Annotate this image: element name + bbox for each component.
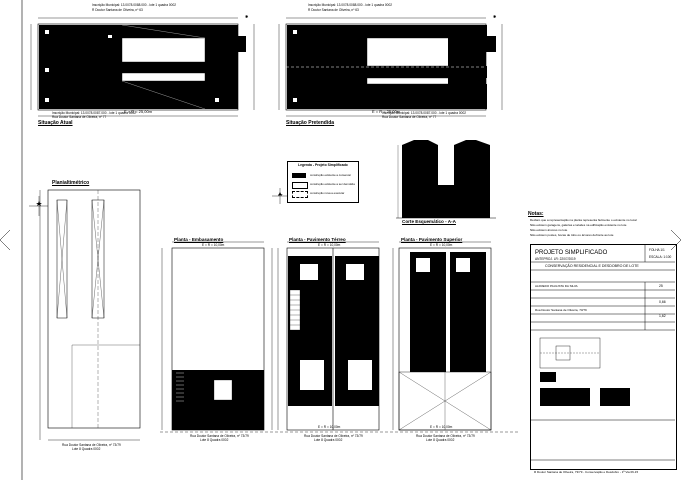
inscricao-text: Inscrição Municipal: 13.0078.0087.000 - … bbox=[382, 111, 466, 115]
plan-dimension: E = R = 10,00m bbox=[318, 425, 341, 429]
corte-label: Corte Esquemático - A-A bbox=[402, 219, 456, 224]
area-value: 0,66 bbox=[659, 300, 666, 304]
title-block-date: ANTEPROJ. LR: 22/07/2019 bbox=[535, 257, 576, 261]
legend-swatch bbox=[292, 182, 308, 189]
plan-dimension: E = R = 10,00m bbox=[318, 243, 341, 247]
situacao-atual-plan: ✱ bbox=[30, 14, 255, 117]
inscricao-text: Inscrição Municipal: 13.0078.0088.000 - … bbox=[92, 3, 176, 7]
situacao-pretendida-label: Situação Pretendida bbox=[286, 120, 335, 126]
planta-terreo-label: Planta - Pavimento Térreo bbox=[289, 237, 346, 242]
plan-lot: Lote 8 Quadra 0002 bbox=[426, 438, 455, 442]
plan-lot: Lote 8 Quadra 0002 bbox=[314, 438, 343, 442]
title-block: PROJETO SIMPLIFICADO ANTEPROJ. LR: 22/07… bbox=[530, 244, 677, 470]
footer-text: R Doutor Santana de Oliveira, 73/79 - Co… bbox=[534, 470, 639, 474]
title-block-site-sketch bbox=[539, 337, 630, 406]
plan-dimension: E = R = 10,00m bbox=[430, 425, 453, 429]
scale-text: ESCALA: 1:100 bbox=[649, 255, 672, 259]
corte-esquematico bbox=[396, 140, 496, 219]
address-text: R Doutor Santana de Oliveira, nº 63 bbox=[92, 8, 143, 12]
planta-embasamento-label: Planta - Embasamento bbox=[174, 237, 224, 242]
address-text: Rua Doutor Santana de Oliveira, nº 77 bbox=[52, 115, 107, 119]
planialtimetrico-plan bbox=[39, 189, 141, 441]
legend-box: Legenda - Projeto Simplificado construçã… bbox=[287, 161, 359, 203]
svg-text:✱: ✱ bbox=[245, 14, 249, 19]
planta-pavimento-superior bbox=[392, 241, 492, 431]
notes-title: Notas: bbox=[528, 211, 544, 217]
sheet-number: FOLHA 1/1 bbox=[649, 248, 665, 252]
legend-item: construção existente a ser demolida bbox=[310, 182, 355, 186]
plan-dimension: E = R = 10,00m bbox=[430, 243, 453, 247]
north-arrow-icon bbox=[29, 196, 49, 216]
plan-lot: Lote 8 Quadra 0002 bbox=[200, 438, 229, 442]
note-line: Declaro que a representação na planta re… bbox=[530, 218, 637, 222]
note-line: Não existem árvores no lote bbox=[530, 228, 568, 232]
width-dimension: E = R = 25,00m bbox=[124, 109, 153, 114]
title-block-subheading: CONSERVAÇÃO RESIDENCIAL E DESDOBRO DE LO… bbox=[545, 264, 639, 268]
planialtimetrico-label: Planialtimétrico bbox=[52, 180, 90, 186]
title-block-lines bbox=[530, 244, 675, 461]
plan-address: Rua Doutor Santana de Oliveira, nº 73/79 bbox=[62, 443, 121, 447]
legend-item: construção existente a conservar bbox=[310, 173, 352, 177]
planta-pavimento-terreo bbox=[277, 241, 380, 431]
inscricao-text: Inscrição Municipal: 13.0078.0087.000 - … bbox=[52, 111, 136, 115]
plan-dimension: E = R = 10,00m bbox=[202, 425, 225, 429]
inscricao-text: Inscrição Municipal: 13.0078.0088.000 - … bbox=[308, 3, 392, 7]
legend-swatch bbox=[292, 173, 306, 178]
area-value: 1,62 bbox=[659, 314, 666, 318]
plan-dimension: E = R = 10,00m bbox=[202, 243, 225, 247]
situacao-atual-label: Situação Atual bbox=[38, 120, 73, 126]
area-value: 25 bbox=[659, 284, 663, 288]
title-block-address: Rua Doutor Santana de Oliveira, 73/79 bbox=[535, 308, 587, 312]
note-line: Não existem garagens, galerias e taludes… bbox=[530, 223, 627, 227]
plan-lot: Lote 8 Quadra 0002 bbox=[72, 447, 101, 451]
width-dimension: E = R = 25,00m bbox=[372, 109, 401, 114]
situacao-pretendida-plan: ✱ bbox=[278, 14, 503, 117]
plan-address: Rua Doutor Santana de Oliveira, nº 73/79 bbox=[190, 434, 249, 438]
address-text: R Doutor Santana de Oliveira, nº 63 bbox=[308, 8, 359, 12]
north-arrow-icon bbox=[272, 188, 288, 204]
legend-swatch bbox=[292, 191, 308, 198]
note-line: Não existem postes, bocas de lobo ou árv… bbox=[530, 233, 614, 237]
title-block-heading: PROJETO SIMPLIFICADO bbox=[535, 250, 608, 256]
plan-address: Rua Doutor Santana de Oliveira, nº 73/79 bbox=[416, 434, 475, 438]
planta-embasamento bbox=[160, 241, 520, 433]
planta-superior-label: Planta - Pavimento Superior bbox=[401, 237, 463, 242]
legend-title: Legenda - Projeto Simplificado bbox=[298, 163, 348, 167]
address-text: Rua Doutor Santana de Oliveira, nº 77 bbox=[382, 115, 437, 119]
legend-item: construção nova a executar bbox=[310, 191, 345, 195]
plan-address: Rua Doutor Santana de Oliveira, nº 73/79 bbox=[304, 434, 363, 438]
owner-name: ALFREDO PAULISTA DA SILVA bbox=[535, 284, 578, 288]
svg-text:✱: ✱ bbox=[493, 14, 497, 19]
